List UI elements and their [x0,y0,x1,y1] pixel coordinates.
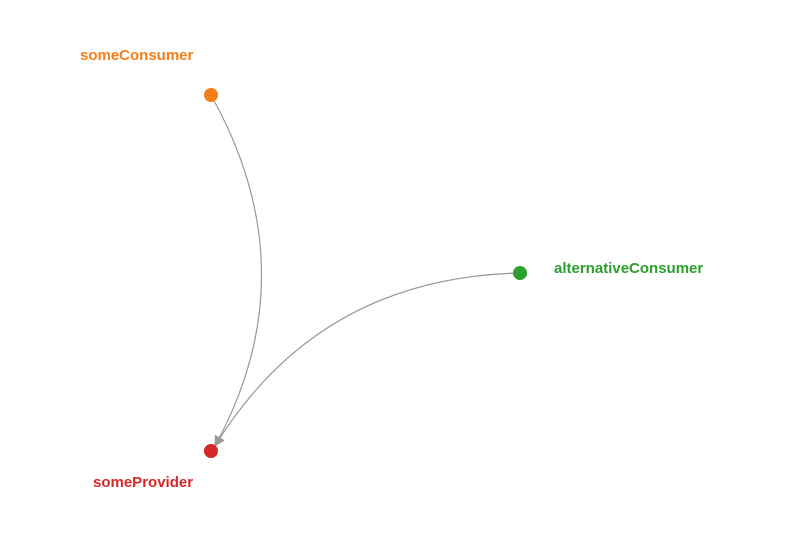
node-alternativeConsumer-label: alternativeConsumer [554,260,703,277]
node-someConsumer[interactable]: someConsumer [80,47,218,102]
node-alternativeConsumer-dot[interactable] [513,266,527,280]
node-someConsumer-label: someConsumer [80,47,194,64]
node-alternativeConsumer[interactable]: alternativeConsumer [513,260,703,280]
edge-alternativeConsumer-to-someProvider [214,272,520,447]
node-someProvider-dot[interactable] [204,444,218,458]
edge-someConsumer-to-someProvider [210,94,263,447]
node-someProvider[interactable]: someProvider [93,444,218,491]
node-someConsumer-dot[interactable] [204,88,218,102]
node-someProvider-label: someProvider [93,474,193,491]
